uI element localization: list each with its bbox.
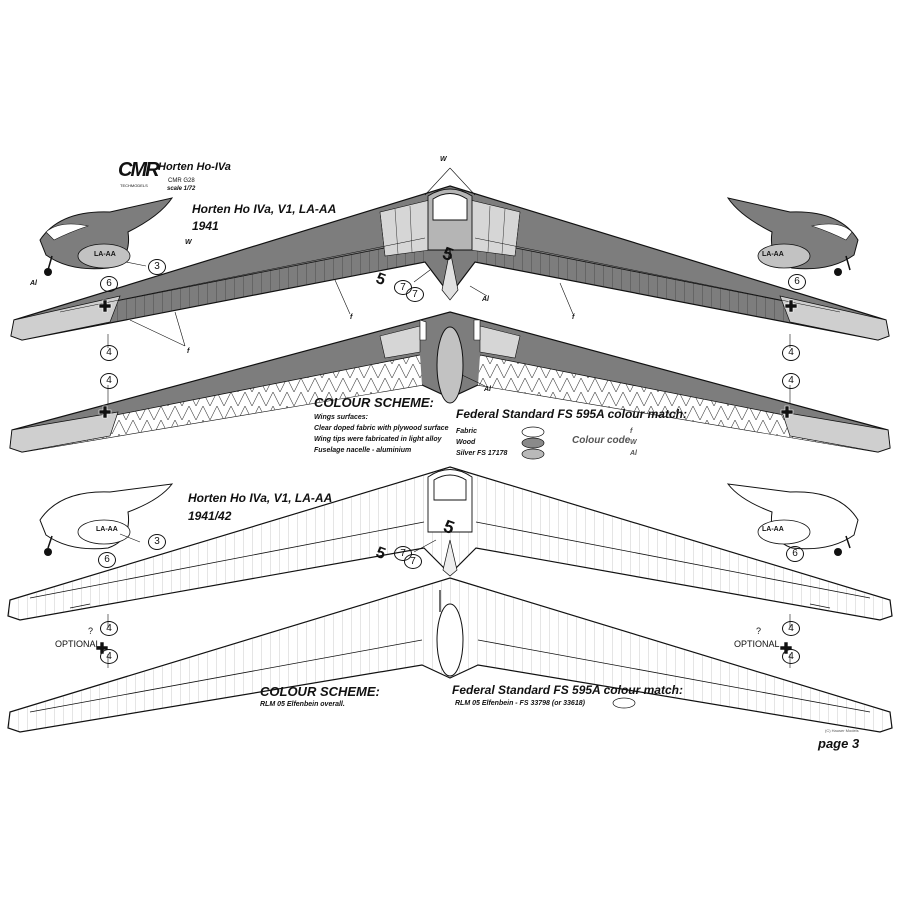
registration-label-a: LA-AA	[94, 251, 116, 258]
scheme2-fs-row: RLM 05 Elfenbein - FS 33798 (or 33618)	[455, 700, 585, 707]
colour-code-label: Colour code	[572, 435, 631, 446]
optional-question-right: ?	[756, 626, 762, 636]
optional-label-left: OPTIONAL	[55, 639, 101, 649]
callout-6-b: 6	[788, 274, 806, 290]
registration-label-c: LA-AA	[96, 526, 118, 533]
optional-question-left: ?	[88, 626, 94, 636]
side-view-bottom-left	[39, 483, 174, 556]
callout-7-c: 7	[394, 546, 412, 561]
callout-al-left: Al	[30, 280, 37, 287]
scheme2-year: 1941/42	[188, 509, 232, 523]
callout-f-3: f	[187, 348, 190, 355]
logo-subtext: TECHMODELS	[120, 183, 148, 188]
scheme2-colour-scheme-title: COLOUR SCHEME:	[260, 684, 380, 699]
scheme1-line-3: Fuselage nacelle - aluminium	[314, 447, 412, 454]
callout-4-d: 4	[782, 373, 800, 389]
callout-4-f: 4	[100, 649, 118, 664]
callout-6-a: 6	[100, 276, 118, 292]
wing-bottom-view-ivory	[7, 577, 893, 733]
registration-label-b: LA-AA	[762, 251, 784, 258]
callout-6-c: 6	[98, 552, 116, 568]
optional-label-right: OPTIONAL	[734, 639, 780, 649]
colour-swatches	[521, 426, 636, 709]
colour-code-0: f	[630, 428, 633, 435]
logo-text: CMR	[118, 159, 160, 181]
copyright: (C) Hauser Models	[825, 728, 859, 733]
callout-4-a: 4	[100, 345, 118, 361]
cmr-logo: CMR TECHMODELS	[118, 158, 160, 194]
kit-scale: scale 1/72	[167, 186, 196, 192]
callout-3-a: 3	[148, 259, 166, 275]
scheme2-fs-title: Federal Standard FS 595A colour match:	[452, 683, 683, 697]
callout-4-h: 4	[782, 649, 800, 664]
scheme1-line-1: Clear doped fabric with plywood surface	[314, 425, 449, 432]
kit-code: CMR G28	[168, 178, 195, 184]
side-view-top-left	[39, 197, 174, 276]
callout-3-b: 3	[148, 534, 166, 550]
callout-w-top: W	[440, 156, 447, 163]
scheme1-fs-row-1: Wood	[456, 439, 476, 446]
scheme1-line-2: Wing tips were fabricated in light alloy	[314, 436, 442, 443]
kit-title: Horten Ho-IVa	[158, 161, 231, 173]
wing-top-view-ivory	[7, 466, 893, 621]
callout-al-nose: Al	[482, 296, 489, 303]
callout-6-d: 6	[786, 546, 804, 562]
wing-top-view-dark	[10, 185, 890, 341]
callout-f-2: f	[572, 314, 575, 321]
callout-al-nacelle: Al	[484, 386, 491, 393]
scheme1-fs-row-0: Fabric	[456, 428, 478, 435]
colour-code-2: Al	[630, 450, 637, 457]
callout-4-g: 4	[782, 621, 800, 636]
callout-7-d: 7	[404, 554, 422, 569]
callout-4-e: 4	[100, 621, 118, 636]
scheme1-fs-row-2: Silver FS 17178	[456, 450, 508, 457]
scheme1-line-0: Wings surfaces:	[314, 414, 369, 421]
callout-f-1: f	[350, 314, 353, 321]
callout-7-b: 7	[406, 287, 424, 302]
side-view-top-right	[726, 197, 859, 276]
callout-4-b: 4	[782, 345, 800, 361]
side-view-bottom-right	[726, 483, 859, 556]
colour-code-1: W	[630, 439, 637, 446]
scheme1-title: Horten Ho IVa, V1, LA-AA	[192, 202, 337, 216]
scheme1-colour-scheme-title: COLOUR SCHEME:	[314, 395, 434, 410]
callout-w-left: W	[185, 239, 192, 246]
scheme1-fs-title: Federal Standard FS 595A colour match:	[456, 407, 687, 421]
page-number: page 3	[818, 736, 860, 751]
wing-bottom-view-dark	[9, 311, 891, 453]
scheme1-year: 1941	[192, 219, 219, 233]
registration-label-d: LA-AA	[762, 526, 784, 533]
scheme2-line: RLM 05 Elfenbein overall.	[260, 701, 345, 708]
callout-4-c: 4	[100, 373, 118, 389]
scheme2-title: Horten Ho IVa, V1, LA-AA	[188, 491, 333, 505]
